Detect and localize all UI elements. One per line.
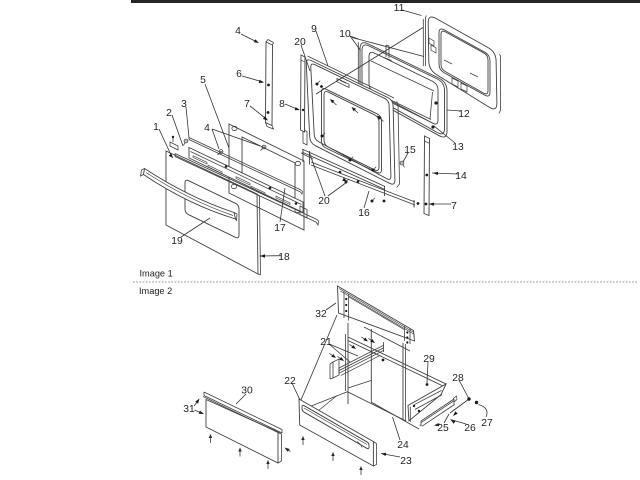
svg-text:29: 29 — [423, 354, 435, 365]
svg-text:27: 27 — [481, 418, 493, 429]
svg-text:7: 7 — [451, 201, 457, 212]
svg-text:4: 4 — [204, 123, 210, 134]
svg-text:7: 7 — [244, 99, 250, 110]
svg-text:3: 3 — [181, 99, 187, 110]
svg-text:19: 19 — [171, 236, 183, 247]
svg-text:5: 5 — [200, 75, 206, 86]
svg-text:1: 1 — [153, 122, 159, 133]
svg-text:20: 20 — [318, 196, 330, 207]
svg-text:11: 11 — [394, 3, 405, 14]
svg-text:12: 12 — [458, 109, 470, 120]
svg-text:18: 18 — [278, 252, 290, 263]
svg-text:24: 24 — [397, 440, 409, 451]
svg-text:4: 4 — [235, 26, 241, 37]
svg-text:Image 2: Image 2 — [139, 286, 172, 296]
svg-text:6: 6 — [236, 69, 242, 80]
svg-text:22: 22 — [284, 376, 296, 387]
svg-text:8: 8 — [279, 99, 285, 110]
svg-text:17: 17 — [274, 223, 286, 234]
svg-text:21: 21 — [320, 337, 332, 348]
svg-text:26: 26 — [464, 423, 476, 434]
svg-text:20: 20 — [294, 37, 306, 48]
svg-text:13: 13 — [452, 142, 464, 153]
svg-text:Image 1: Image 1 — [140, 269, 173, 279]
svg-text:14: 14 — [455, 171, 467, 182]
svg-text:15: 15 — [404, 145, 416, 156]
svg-text:10: 10 — [339, 29, 351, 40]
svg-text:9: 9 — [311, 24, 317, 35]
svg-text:25: 25 — [437, 423, 449, 434]
svg-text:30: 30 — [241, 386, 253, 397]
svg-text:28: 28 — [452, 373, 464, 384]
svg-text:2: 2 — [166, 108, 172, 119]
svg-text:23: 23 — [400, 456, 412, 467]
svg-text:31: 31 — [183, 404, 195, 415]
svg-text:32: 32 — [315, 309, 327, 320]
svg-text:16: 16 — [358, 208, 370, 219]
